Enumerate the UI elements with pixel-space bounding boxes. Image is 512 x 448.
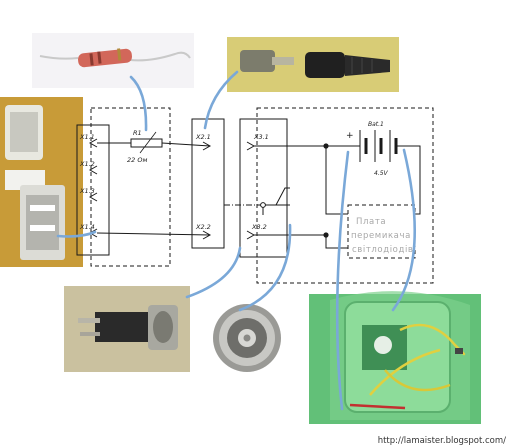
pin-label-x1-4: X1.4 bbox=[79, 223, 95, 231]
dc-socket-photo bbox=[64, 286, 190, 372]
resistor-value: 22 Ом bbox=[127, 156, 147, 164]
callout-wires bbox=[56, 70, 417, 411]
callout-board-left bbox=[335, 150, 350, 411]
footer-url: http://lamaister.blogspot.com/ bbox=[377, 436, 506, 446]
plate-label-line-3: світлодіодів bbox=[352, 245, 414, 255]
callout-resistor bbox=[129, 75, 148, 132]
resistor-r1-symbol bbox=[130, 138, 163, 148]
resistor-ref: R1 bbox=[133, 129, 142, 137]
junction-dot bbox=[323, 232, 329, 238]
socket-front-photo bbox=[202, 293, 300, 378]
connector-x1 bbox=[76, 124, 110, 256]
pin-label-x3-1: X3.1 bbox=[253, 133, 269, 141]
pin-label-x1-2: X1.2 bbox=[79, 160, 95, 168]
frame-device bbox=[256, 107, 434, 284]
usb-connector-photo bbox=[0, 97, 83, 267]
callout-usb bbox=[56, 230, 97, 238]
dc-plug-photo bbox=[227, 37, 399, 92]
battery-ref: Bat.1 bbox=[368, 121, 384, 128]
plate-label-line-2: перемикача bbox=[351, 231, 411, 241]
pin-label-x3-2: X3.2 bbox=[251, 223, 267, 231]
pin-label-x1-1: X1.1 bbox=[79, 133, 95, 141]
resistor-photo bbox=[32, 33, 194, 88]
battery-symbol bbox=[348, 130, 402, 162]
frame-usb-side bbox=[90, 107, 171, 267]
plate-label-line-1: Плата bbox=[356, 217, 386, 227]
callout-socket bbox=[185, 246, 242, 299]
pin-label-x1-3: X1.3 bbox=[79, 187, 95, 195]
pin-label-x2-2: X2.2 bbox=[195, 223, 211, 231]
pin-label-x2-1: X2.1 bbox=[195, 133, 211, 141]
callout-socket-front bbox=[238, 223, 292, 312]
callout-board-right bbox=[391, 148, 417, 312]
battery-voltage: 4.5V bbox=[374, 170, 389, 177]
battery-plus-sign: + bbox=[346, 131, 354, 141]
led-board-photo bbox=[309, 291, 481, 424]
resistor-slash bbox=[139, 131, 157, 154]
junction-dot bbox=[323, 143, 329, 149]
callout-plug bbox=[203, 70, 239, 130]
switch-contact bbox=[260, 202, 266, 208]
